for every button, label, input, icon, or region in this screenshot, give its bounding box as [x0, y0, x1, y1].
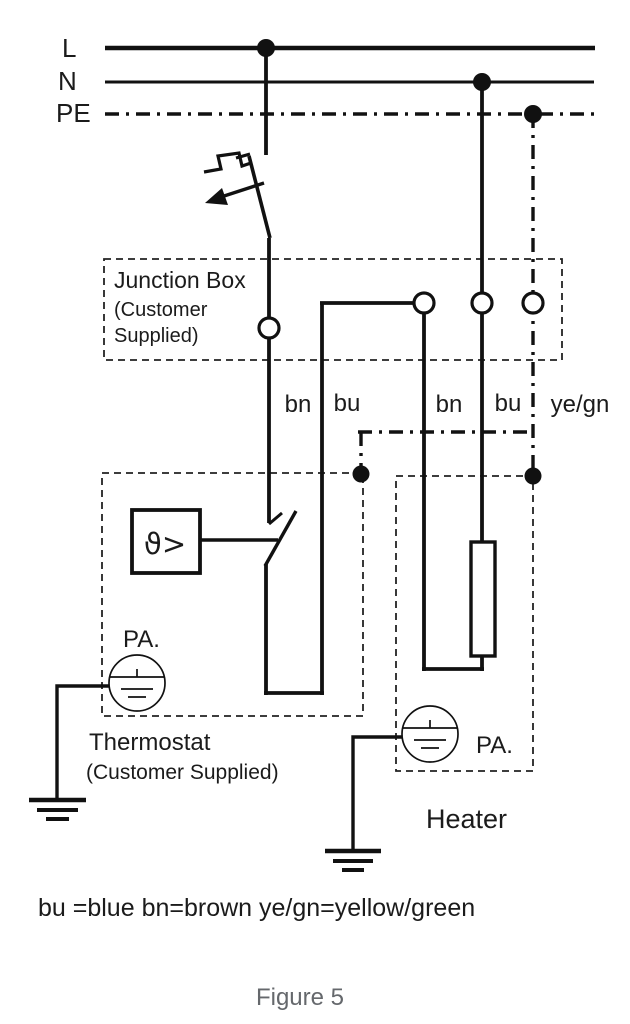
heater-pa-label: PA. — [476, 732, 513, 759]
junction-box-sub2: Supplied) — [114, 325, 199, 347]
thermostat-switch-blade — [263, 510, 298, 567]
label-bn-left: bn — [285, 391, 312, 418]
relay-symbol-label: ϑ> — [144, 527, 186, 561]
l-rail-label: L — [62, 33, 76, 63]
junction-dots — [257, 39, 542, 485]
thermostat-pa-earth: PA. — [29, 626, 166, 821]
thermostat-title: Thermostat — [89, 729, 211, 756]
terminal-bn-right — [412, 291, 436, 315]
supply-rails: L N PE — [56, 33, 600, 128]
terminal-bu-right — [470, 291, 494, 315]
heater-pa-earth: PA. — [325, 705, 513, 872]
n-junction-dot — [473, 73, 491, 91]
n-rail-label: N — [58, 66, 77, 96]
thermostat-subtitle: (Customer Supplied) — [86, 761, 279, 784]
thermostat-relay: ϑ> — [130, 508, 278, 575]
pe-branch-lines — [358, 114, 535, 476]
thermostat-caption: Thermostat (Customer Supplied) — [86, 729, 279, 784]
label-bu-left: bu — [334, 390, 361, 417]
color-legend: bu =blue bn=brown ye/gn=yellow/green — [38, 894, 475, 922]
thermostat-pa-label: PA. — [123, 626, 160, 653]
junction-box-labels: Junction Box (Customer Supplied) — [114, 267, 246, 347]
circuit-wires — [263, 82, 497, 695]
junction-box-terminals — [257, 291, 545, 340]
breaker-arrow-head-icon — [205, 188, 228, 205]
thermostat-contact-tick — [268, 511, 283, 526]
breaker-contact-tick — [235, 152, 251, 160]
heater-earth-circle-icon — [401, 705, 459, 763]
pe-junction-dot — [524, 105, 542, 123]
breaker-arrow-shaft — [220, 181, 265, 199]
heater-title: Heater — [426, 804, 507, 834]
thermostat-ground-wire — [55, 684, 109, 800]
wire-color-labels: bn bu bn bu ye/gn — [285, 390, 610, 418]
thermostat-pe-dot — [352, 465, 370, 483]
l-junction-dot — [257, 39, 275, 57]
relay-box — [130, 508, 202, 575]
heater-element-resistor — [469, 540, 497, 658]
label-yegn: ye/gn — [551, 391, 610, 418]
thermostat-earth-circle-icon — [108, 654, 166, 712]
heater-box-outline — [395, 475, 534, 772]
heater-pe-dot — [524, 467, 542, 485]
heater-ground-wire — [351, 735, 402, 851]
label-bu-right: bu — [495, 390, 522, 417]
circuit-breaker — [203, 48, 272, 239]
terminal-yegn — [521, 291, 545, 315]
junction-box-outline — [103, 258, 563, 361]
figure-caption: Figure 5 — [256, 984, 344, 1011]
breaker-trip-symbol — [203, 151, 252, 174]
pe-rail-label: PE — [56, 98, 91, 128]
junction-box-sub1: (Customer — [114, 299, 208, 321]
terminal-bn-left — [257, 316, 281, 340]
label-bn-right: bn — [436, 391, 463, 418]
breaker-blade — [247, 155, 272, 239]
junction-box-title: Junction Box — [114, 267, 246, 293]
